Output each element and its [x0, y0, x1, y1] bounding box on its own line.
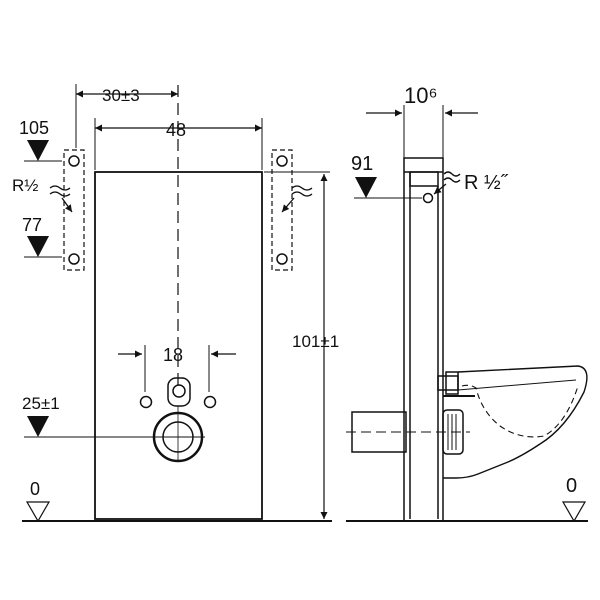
- label-dim-77: 77: [22, 215, 42, 235]
- flush-connector: [437, 375, 459, 391]
- label-r-half-left: R½: [12, 176, 38, 195]
- front-panel: [94, 171, 263, 520]
- marker-0-left: [25, 501, 51, 523]
- water-inlet-inner: [172, 384, 186, 398]
- bracket-right: [271, 149, 293, 271]
- drain-elbow: [442, 409, 464, 455]
- label-dim-105: 105: [19, 118, 49, 138]
- front-view: [22, 84, 332, 522]
- stud-hole-right: [203, 395, 217, 409]
- front-level-markers: [27, 140, 49, 437]
- side-view: [346, 105, 588, 522]
- water-symbol-side: [433, 171, 461, 195]
- water-symbol-right: [281, 185, 313, 213]
- toilet-seat-line: [457, 379, 577, 391]
- marker-91: [355, 177, 377, 198]
- marker-0-right: [561, 501, 587, 523]
- side-water-inlet: [422, 192, 434, 204]
- toilet-bowl-inner: [461, 384, 579, 438]
- label-dim-25: 25±1: [22, 394, 60, 413]
- bracket-right-hole-top: [276, 155, 288, 167]
- side-frame: [403, 157, 444, 522]
- toilet-bowl: [443, 365, 588, 479]
- side-frame-head: [409, 171, 439, 187]
- label-dim-48: 48: [166, 120, 186, 140]
- label-dim-30: 30±3: [102, 86, 140, 105]
- label-dim-18: 18: [163, 345, 183, 365]
- label-dim-91: 91: [351, 153, 373, 175]
- label-dim-0-left: 0: [30, 479, 40, 499]
- bracket-left: [63, 149, 85, 271]
- water-symbol-left: [49, 185, 73, 213]
- marker-77: [27, 236, 49, 257]
- label-dim-0-right: 0: [566, 475, 577, 497]
- label-dim-10-6: 10⁶: [404, 83, 438, 108]
- bracket-right-hole-bottom: [276, 253, 288, 265]
- label-dim-101: 101±1: [292, 332, 339, 351]
- marker-105: [27, 140, 49, 161]
- water-inlet: [167, 377, 191, 407]
- bracket-left-hole-bottom: [68, 253, 80, 265]
- stud-hole-left: [139, 395, 153, 409]
- bracket-left-hole-top: [68, 155, 80, 167]
- marker-25: [27, 416, 49, 437]
- label-r-half-right: R ½˝: [464, 172, 509, 194]
- flush-connector-cap: [445, 371, 459, 395]
